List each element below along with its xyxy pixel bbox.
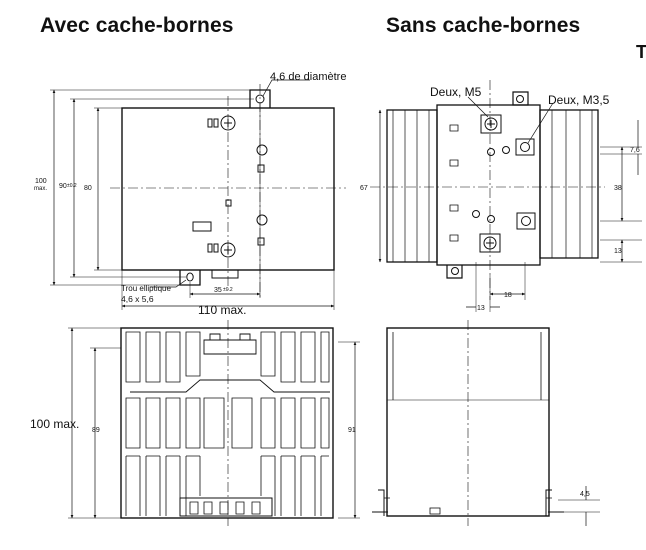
mounting-slot-bottom <box>186 272 194 282</box>
hole-diameter-callout: 4,6 de diamètre <box>270 71 346 83</box>
dim-right-top: 7,6 <box>630 147 640 154</box>
heading-without-covers: Sans cache-bornes <box>386 14 581 37</box>
label-plate <box>192 221 212 232</box>
slot-callout-line2: 4,6 x 5,6 <box>121 294 154 304</box>
dim-hole-spacing: 35 <box>214 287 222 294</box>
corner-letter: T <box>636 42 646 62</box>
front-view-without-covers <box>370 80 642 312</box>
side-view-without-covers-labels: 4,5 <box>580 491 590 498</box>
body-outline <box>121 107 335 271</box>
dim-height-total-suffix: max. <box>34 186 47 192</box>
dim-right-bottom: 13 <box>614 248 622 255</box>
terminal-callout-m35: Deux, M3,5 <box>548 93 610 107</box>
side-outline <box>120 327 334 519</box>
side-view-with-covers <box>68 320 360 526</box>
front-view-with-covers <box>50 79 346 310</box>
dim-bottom-inner: 13 <box>477 305 485 312</box>
dim-side-height-label: 100 max. <box>30 417 79 431</box>
terminal-cover-notch <box>211 270 239 279</box>
slot-callout-line1: Trou elliptique <box>121 284 172 293</box>
dim-bottom-outer: 18 <box>504 292 512 299</box>
dim-height-body: 80 <box>84 185 92 192</box>
dim-hole-spacing-tol: ±0.2 <box>223 287 233 293</box>
dim-side-height-fins: 89 <box>92 427 100 434</box>
dim-height-fins-67: 67 <box>360 185 368 192</box>
side-view-with-covers-labels: 100 max. 89 91 <box>30 417 356 434</box>
dim-right-mid: 38 <box>614 185 622 192</box>
dim-width-total: 110 max. <box>198 303 246 317</box>
dim-side-height-body: 91 <box>348 427 356 434</box>
dim-rail-height: 4,5 <box>580 491 590 498</box>
dim-height-mounting-tol: ±0.2 <box>67 183 77 189</box>
terminal-callout-m5: Deux, M5 <box>430 85 482 99</box>
front-view-without-covers-labels: Deux, M5 Deux, M3,5 67 7,6 38 13 13 18 <box>360 85 640 312</box>
heading-with-covers: Avec cache-bornes <box>40 14 234 37</box>
front-view-with-covers-labels: 4,6 de diamètre 100 max. 90 ±0.2 80 Trou… <box>34 71 346 317</box>
dim-height-mounting: 90 <box>59 183 67 190</box>
side-view-without-covers <box>372 320 600 526</box>
dim-height-total-value: 100 <box>35 178 47 185</box>
